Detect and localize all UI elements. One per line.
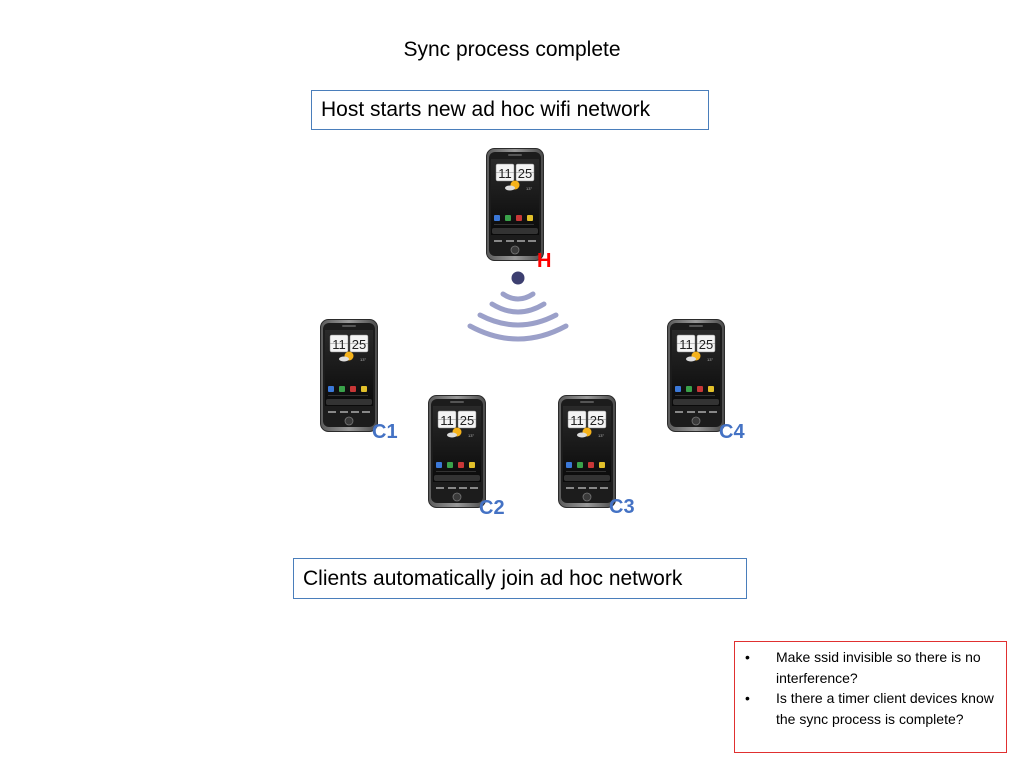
client-label-c2: C2 [479,497,505,519]
note-text: Is there a timer client devices know the… [776,690,994,727]
note-text: Make ssid invisible so there is no inter… [776,649,981,686]
note-item: • Make ssid invisible so there is no int… [743,647,998,688]
notes-box: • Make ssid invisible so there is no int… [734,641,1007,753]
client-label-c4: C4 [719,421,745,443]
slide-title: Sync process complete [403,38,621,61]
client-label-c3: C3 [609,496,635,518]
client-callout: Clients automatically join ad hoc networ… [293,558,747,599]
wifi-signal-icon [467,271,569,342]
client-phone-icon-c2 [428,395,486,508]
client-phone-icon-c1 [320,319,378,432]
host-phone-icon [486,148,544,261]
wifi-dot [511,271,525,285]
client-phone-icon-c3 [558,395,616,508]
note-item: • Is there a timer client devices know t… [743,688,998,729]
client-label-c1: C1 [372,421,398,443]
host-callout: Host starts new ad hoc wifi network [311,90,709,130]
client-callout-text: Clients automatically join ad hoc networ… [303,566,683,590]
bullet-icon: • [745,690,750,706]
client-phone-icon-c4 [667,319,725,432]
bullet-icon: • [745,649,750,665]
host-label: H [537,250,552,272]
host-callout-text: Host starts new ad hoc wifi network [321,98,651,121]
notes-list: • Make ssid invisible so there is no int… [743,647,998,729]
